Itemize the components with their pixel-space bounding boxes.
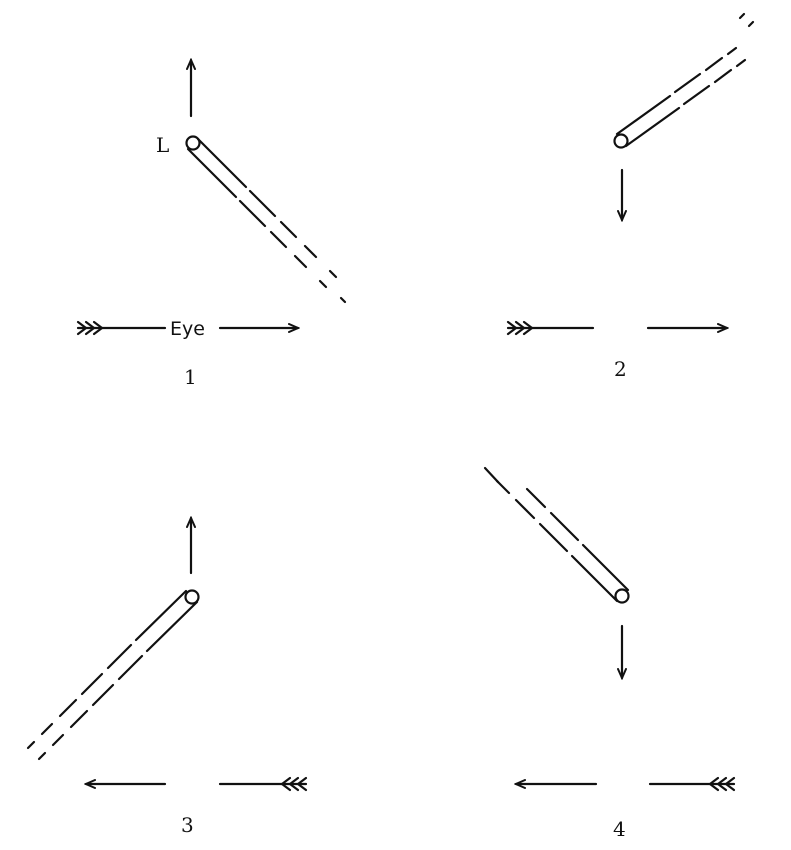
eye-line: [516, 776, 736, 792]
light-rod: [26, 589, 200, 761]
eye-line: [86, 776, 308, 792]
light-rod: [613, 12, 755, 149]
panel-number-4: 4: [613, 817, 626, 841]
eye-line: [506, 320, 727, 336]
light-label: L: [156, 133, 169, 157]
panel-3: 3: [26, 518, 308, 837]
panel-number-3: 3: [181, 813, 194, 837]
light-rod: [185, 135, 347, 304]
panel-number-2: 2: [614, 357, 627, 381]
panel-2: 2: [506, 12, 755, 381]
panel-number-1: 1: [184, 365, 197, 389]
eye-line: Eye: [76, 318, 298, 340]
panel-1: L Eye 1: [76, 60, 347, 389]
eye-label: Eye: [170, 318, 205, 340]
panel-4: 4: [483, 466, 736, 841]
light-rod: [483, 466, 630, 604]
